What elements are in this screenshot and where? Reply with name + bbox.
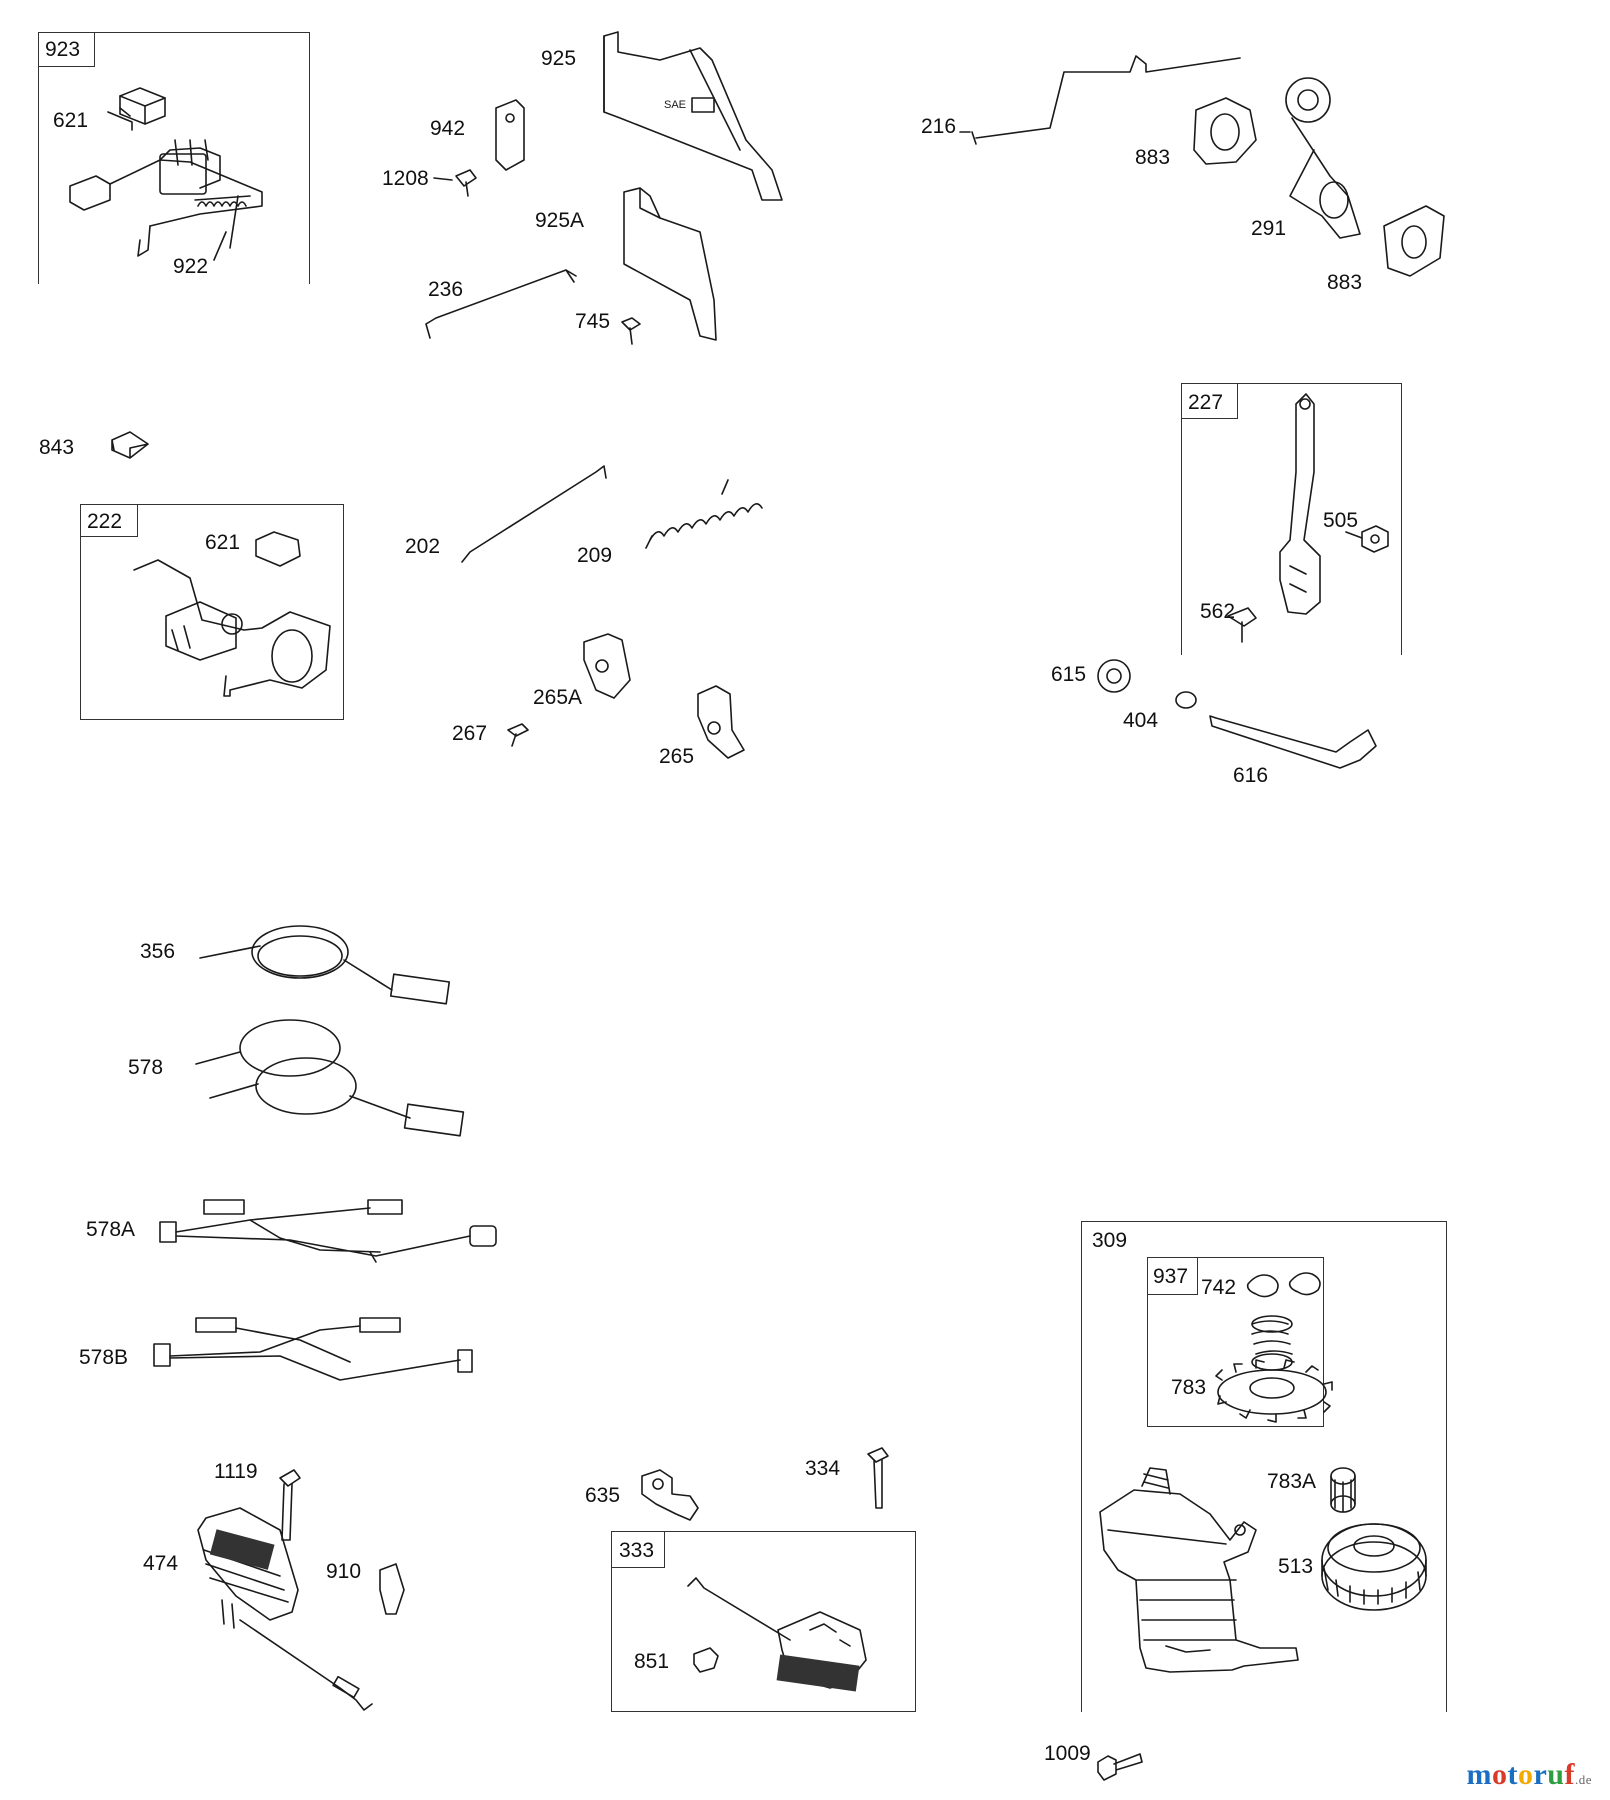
assembly-box-309: 309	[1081, 1221, 1447, 1712]
leader-1208	[433, 177, 453, 181]
cap-843-drawing	[111, 431, 149, 459]
callout-505: 505	[1323, 509, 1359, 532]
armature-474-drawing	[197, 1469, 405, 1711]
callout-236: 236	[428, 278, 464, 301]
assembly-tag-222: 222	[81, 505, 138, 537]
callout-843: 843	[39, 436, 75, 459]
assembly-label-227: 227	[1188, 391, 1224, 414]
bracket-265A-drawing	[583, 633, 631, 699]
shaft-616-drawing	[1209, 715, 1377, 769]
callout-404: 404	[1123, 709, 1159, 732]
callout-851: 851	[634, 1650, 670, 1673]
governor-control-assembly-drawing	[69, 87, 263, 257]
assembly-label-333: 333	[619, 1539, 655, 1562]
callout-209: 209	[577, 544, 613, 567]
callout-621: 621	[53, 109, 89, 132]
callout-291: 291	[1251, 217, 1287, 240]
callout-922: 922	[173, 255, 209, 278]
callout-265: 265	[659, 745, 695, 768]
callout-616: 616	[1233, 764, 1269, 787]
pinion-783A-drawing	[1330, 1467, 1356, 1513]
harness-578A-drawing	[159, 1199, 497, 1263]
assembly-box-923: 923	[38, 32, 310, 284]
callout-578B: 578B	[79, 1346, 129, 1369]
callout-356: 356	[140, 940, 176, 963]
ring-gear-513-drawing	[1321, 1523, 1427, 1611]
callout-883-bottom: 883	[1327, 271, 1363, 294]
assembly-tag-333: 333	[612, 1532, 665, 1568]
motoruf-logo: motoruf.de	[1466, 1758, 1592, 1791]
callout-1208: 1208	[382, 167, 429, 190]
ignition-module-333-drawing	[687, 1577, 867, 1692]
callout-1119: 1119	[214, 1460, 258, 1483]
callout-267: 267	[452, 722, 488, 745]
callout-578A: 578A	[86, 1218, 136, 1241]
throttle-linkage-drawing	[971, 55, 1445, 277]
callout-562: 562	[1200, 600, 1236, 623]
svg-text:SAE: SAE	[664, 99, 686, 111]
screw-267-drawing	[507, 723, 529, 747]
leader-505	[1345, 531, 1363, 539]
callout-615: 615	[1051, 663, 1087, 686]
assembly-box-222: 222	[80, 504, 344, 720]
gear-kit-937-drawing	[1215, 1272, 1333, 1423]
assembly-tag-937: 937	[1148, 1258, 1198, 1295]
assembly-label-923: 923	[45, 38, 81, 61]
callout-474: 474	[143, 1552, 179, 1575]
throttle-assembly-222-drawing	[133, 531, 331, 697]
fitting-635-drawing	[641, 1469, 699, 1521]
leader-621-a	[119, 107, 131, 117]
bracket-265-drawing	[697, 685, 745, 759]
callout-783A: 783A	[1267, 1470, 1317, 1493]
callout-265A: 265A	[533, 686, 583, 709]
leader-922	[213, 231, 227, 261]
callout-925: 925	[541, 47, 577, 70]
assembly-box-937: 937	[1147, 1257, 1324, 1427]
bolt-334-drawing	[867, 1447, 889, 1509]
harness-578B-drawing	[153, 1317, 473, 1381]
assembly-label-937: 937	[1153, 1265, 1189, 1288]
callout-883-top: 883	[1135, 146, 1171, 169]
starter-motor-drawing	[1099, 1467, 1299, 1673]
washer-404-drawing	[1175, 691, 1197, 709]
rod-202-drawing	[461, 465, 607, 563]
callout-635: 635	[585, 1484, 621, 1507]
callout-942: 942	[430, 117, 466, 140]
assembly-tag-227: 227	[1182, 384, 1238, 419]
wire-578-drawing	[195, 1019, 465, 1137]
callout-783: 783	[1171, 1376, 1207, 1399]
callout-910: 910	[326, 1560, 362, 1583]
assembly-box-333: 333	[611, 1531, 916, 1712]
callout-742: 742	[1201, 1276, 1237, 1299]
assembly-label-309: 309	[1092, 1229, 1128, 1252]
callout-1009: 1009	[1044, 1742, 1091, 1765]
callout-334: 334	[805, 1457, 841, 1480]
callout-513: 513	[1278, 1555, 1314, 1578]
callout-621-b: 621	[205, 531, 241, 554]
assembly-box-227: 227	[1181, 383, 1402, 655]
assembly-tag-923: 923	[39, 33, 95, 67]
brackets-925-drawing: SAE	[425, 31, 783, 345]
callout-578: 578	[128, 1056, 164, 1079]
bolt-1009-drawing	[1097, 1753, 1143, 1781]
callout-745: 745	[575, 310, 611, 333]
callout-216: 216	[921, 115, 957, 138]
callout-202: 202	[405, 535, 441, 558]
spring-209-drawing	[645, 479, 763, 549]
callout-925A: 925A	[535, 209, 585, 232]
assembly-label-222: 222	[87, 510, 123, 533]
washer-615-drawing	[1097, 659, 1131, 693]
wire-356-drawing	[199, 925, 451, 1005]
governor-lever-227-drawing	[1227, 393, 1389, 643]
